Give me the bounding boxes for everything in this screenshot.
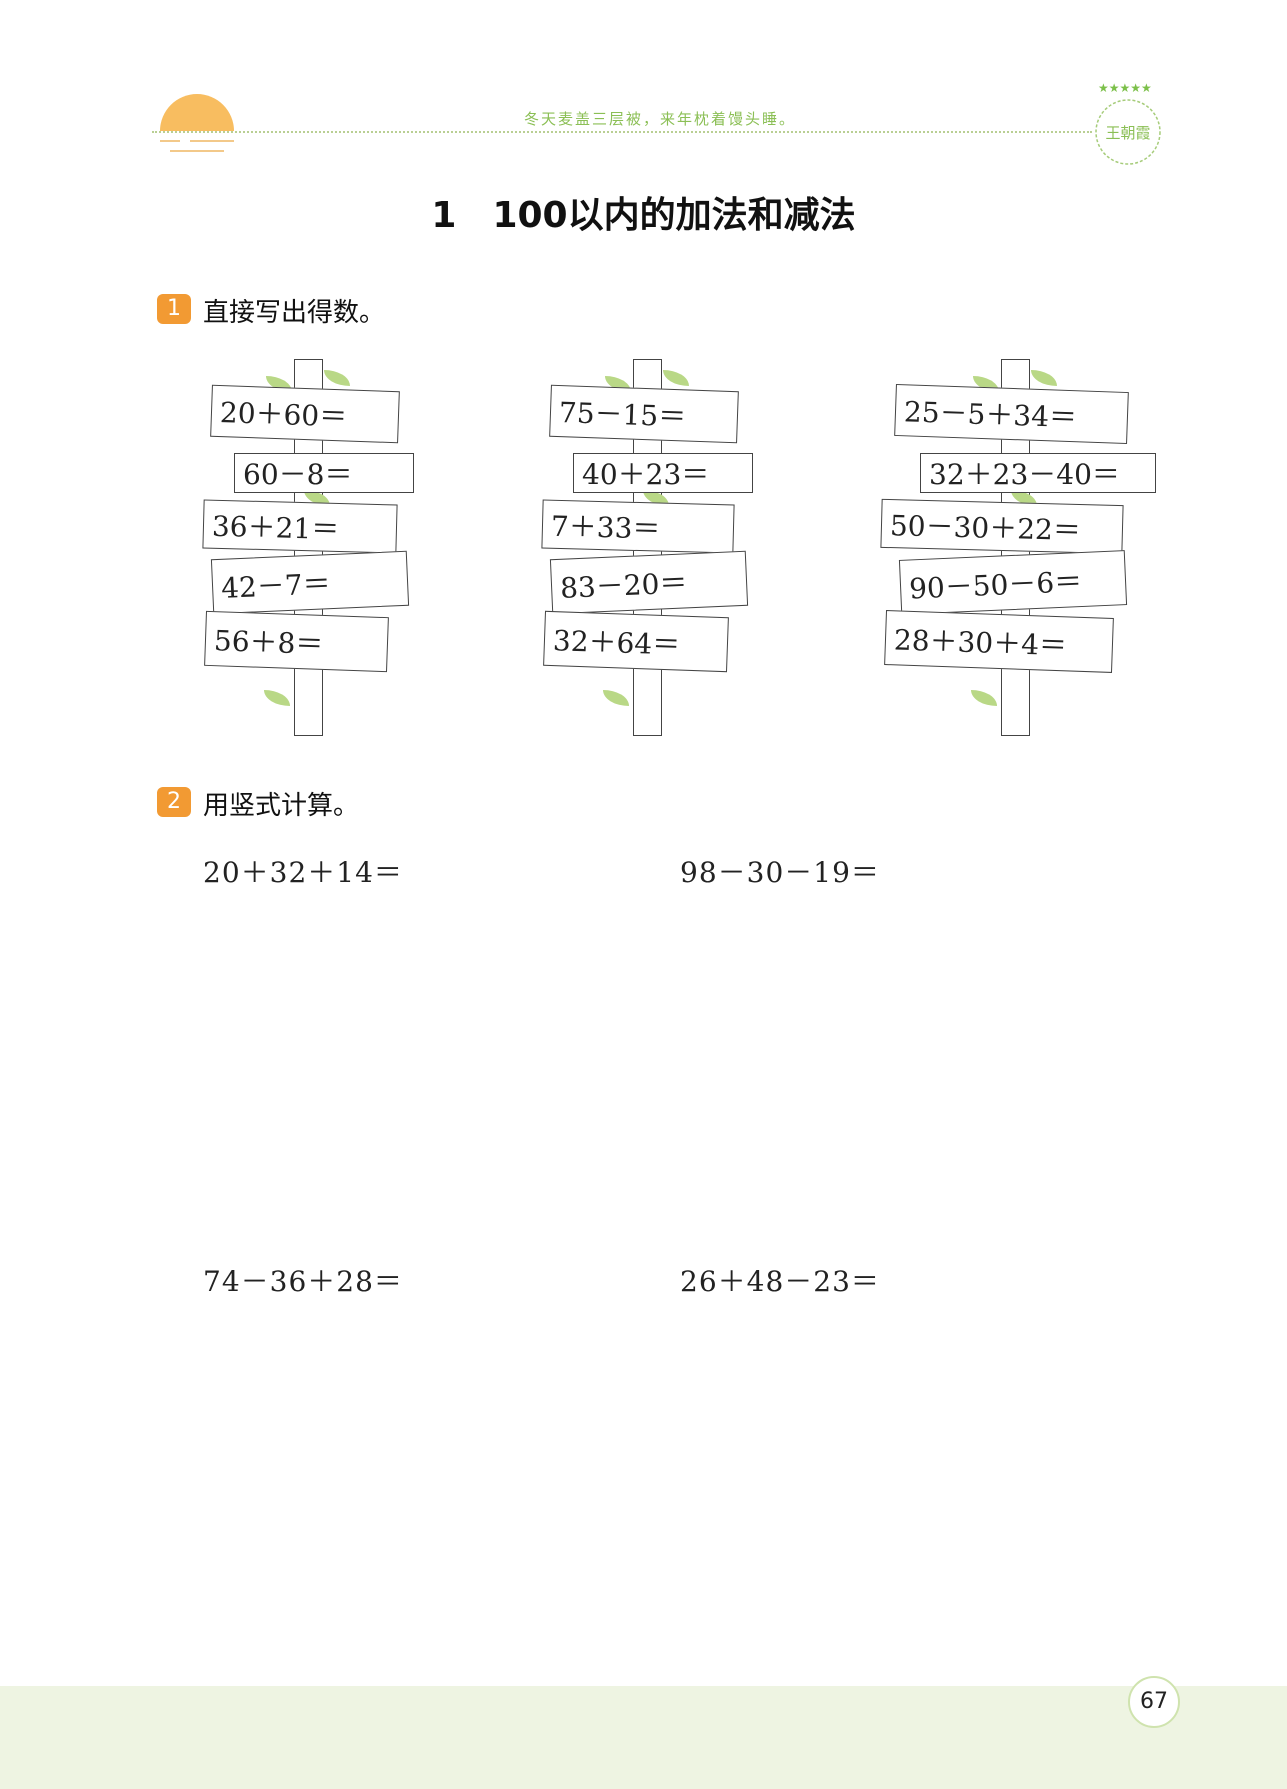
sign-equation: 25－5＋34＝ [894,383,1129,445]
sign-equation: 50－30＋22＝ [880,498,1124,555]
sign-equation: 20＋60＝ [210,384,400,444]
footer-band [0,1686,1287,1789]
header-rule [152,131,1092,133]
sign-equation: 32＋23－40＝ [920,453,1156,493]
question-number-badge: 1 [157,294,191,324]
sign-equation: 83－20＝ [549,550,749,615]
question-label: 用竖式计算。 [203,791,360,821]
leaf-decoration [663,370,689,386]
sign-equation: 60－8＝ [234,453,414,493]
leaf-decoration [264,690,290,706]
svg-text:★★★★★: ★★★★★ [1098,81,1152,95]
sign-equation: 28＋30＋4＝ [884,610,1114,673]
leaf-decoration [603,690,629,706]
header-motto: 冬天麦盖三层被，来年枕着馒头睡。 [523,110,796,128]
sign-equation: 42－7＝ [210,550,410,615]
leaf-decoration [324,370,350,386]
leaf-decoration [971,690,997,706]
vertical-calc-problem: 74－36＋28＝ [203,1265,403,1298]
wave-decoration [170,150,224,152]
page-title: 1 100以内的加法和减法 [431,195,856,236]
publisher-logo: ★★★★★ 王朝霞 [1095,81,1161,165]
sign-equation: 40＋23＝ [573,453,753,493]
sign-equation: 36＋21＝ [202,499,398,554]
sign-equation: 90－50－6＝ [898,550,1128,615]
svg-text:王朝霞: 王朝霞 [1105,124,1150,142]
sign-equation: 75－15＝ [549,384,739,444]
sign-equation: 56＋8＝ [204,610,389,673]
vertical-calc-problem: 26＋48－23＝ [680,1265,880,1298]
vertical-calc-problem: 20＋32＋14＝ [203,856,403,889]
sun-decoration [160,94,234,131]
wave-decoration [160,140,180,142]
question-label: 直接写出得数。 [203,298,386,328]
wave-decoration [190,140,234,142]
question-number-badge: 2 [157,787,191,817]
page-number: 67 [1128,1676,1180,1728]
leaf-decoration [1031,370,1057,386]
sign-equation: 7＋33＝ [541,499,735,554]
sign-equation: 32＋64＝ [543,610,729,673]
vertical-calc-problem: 98－30－19＝ [680,856,880,889]
